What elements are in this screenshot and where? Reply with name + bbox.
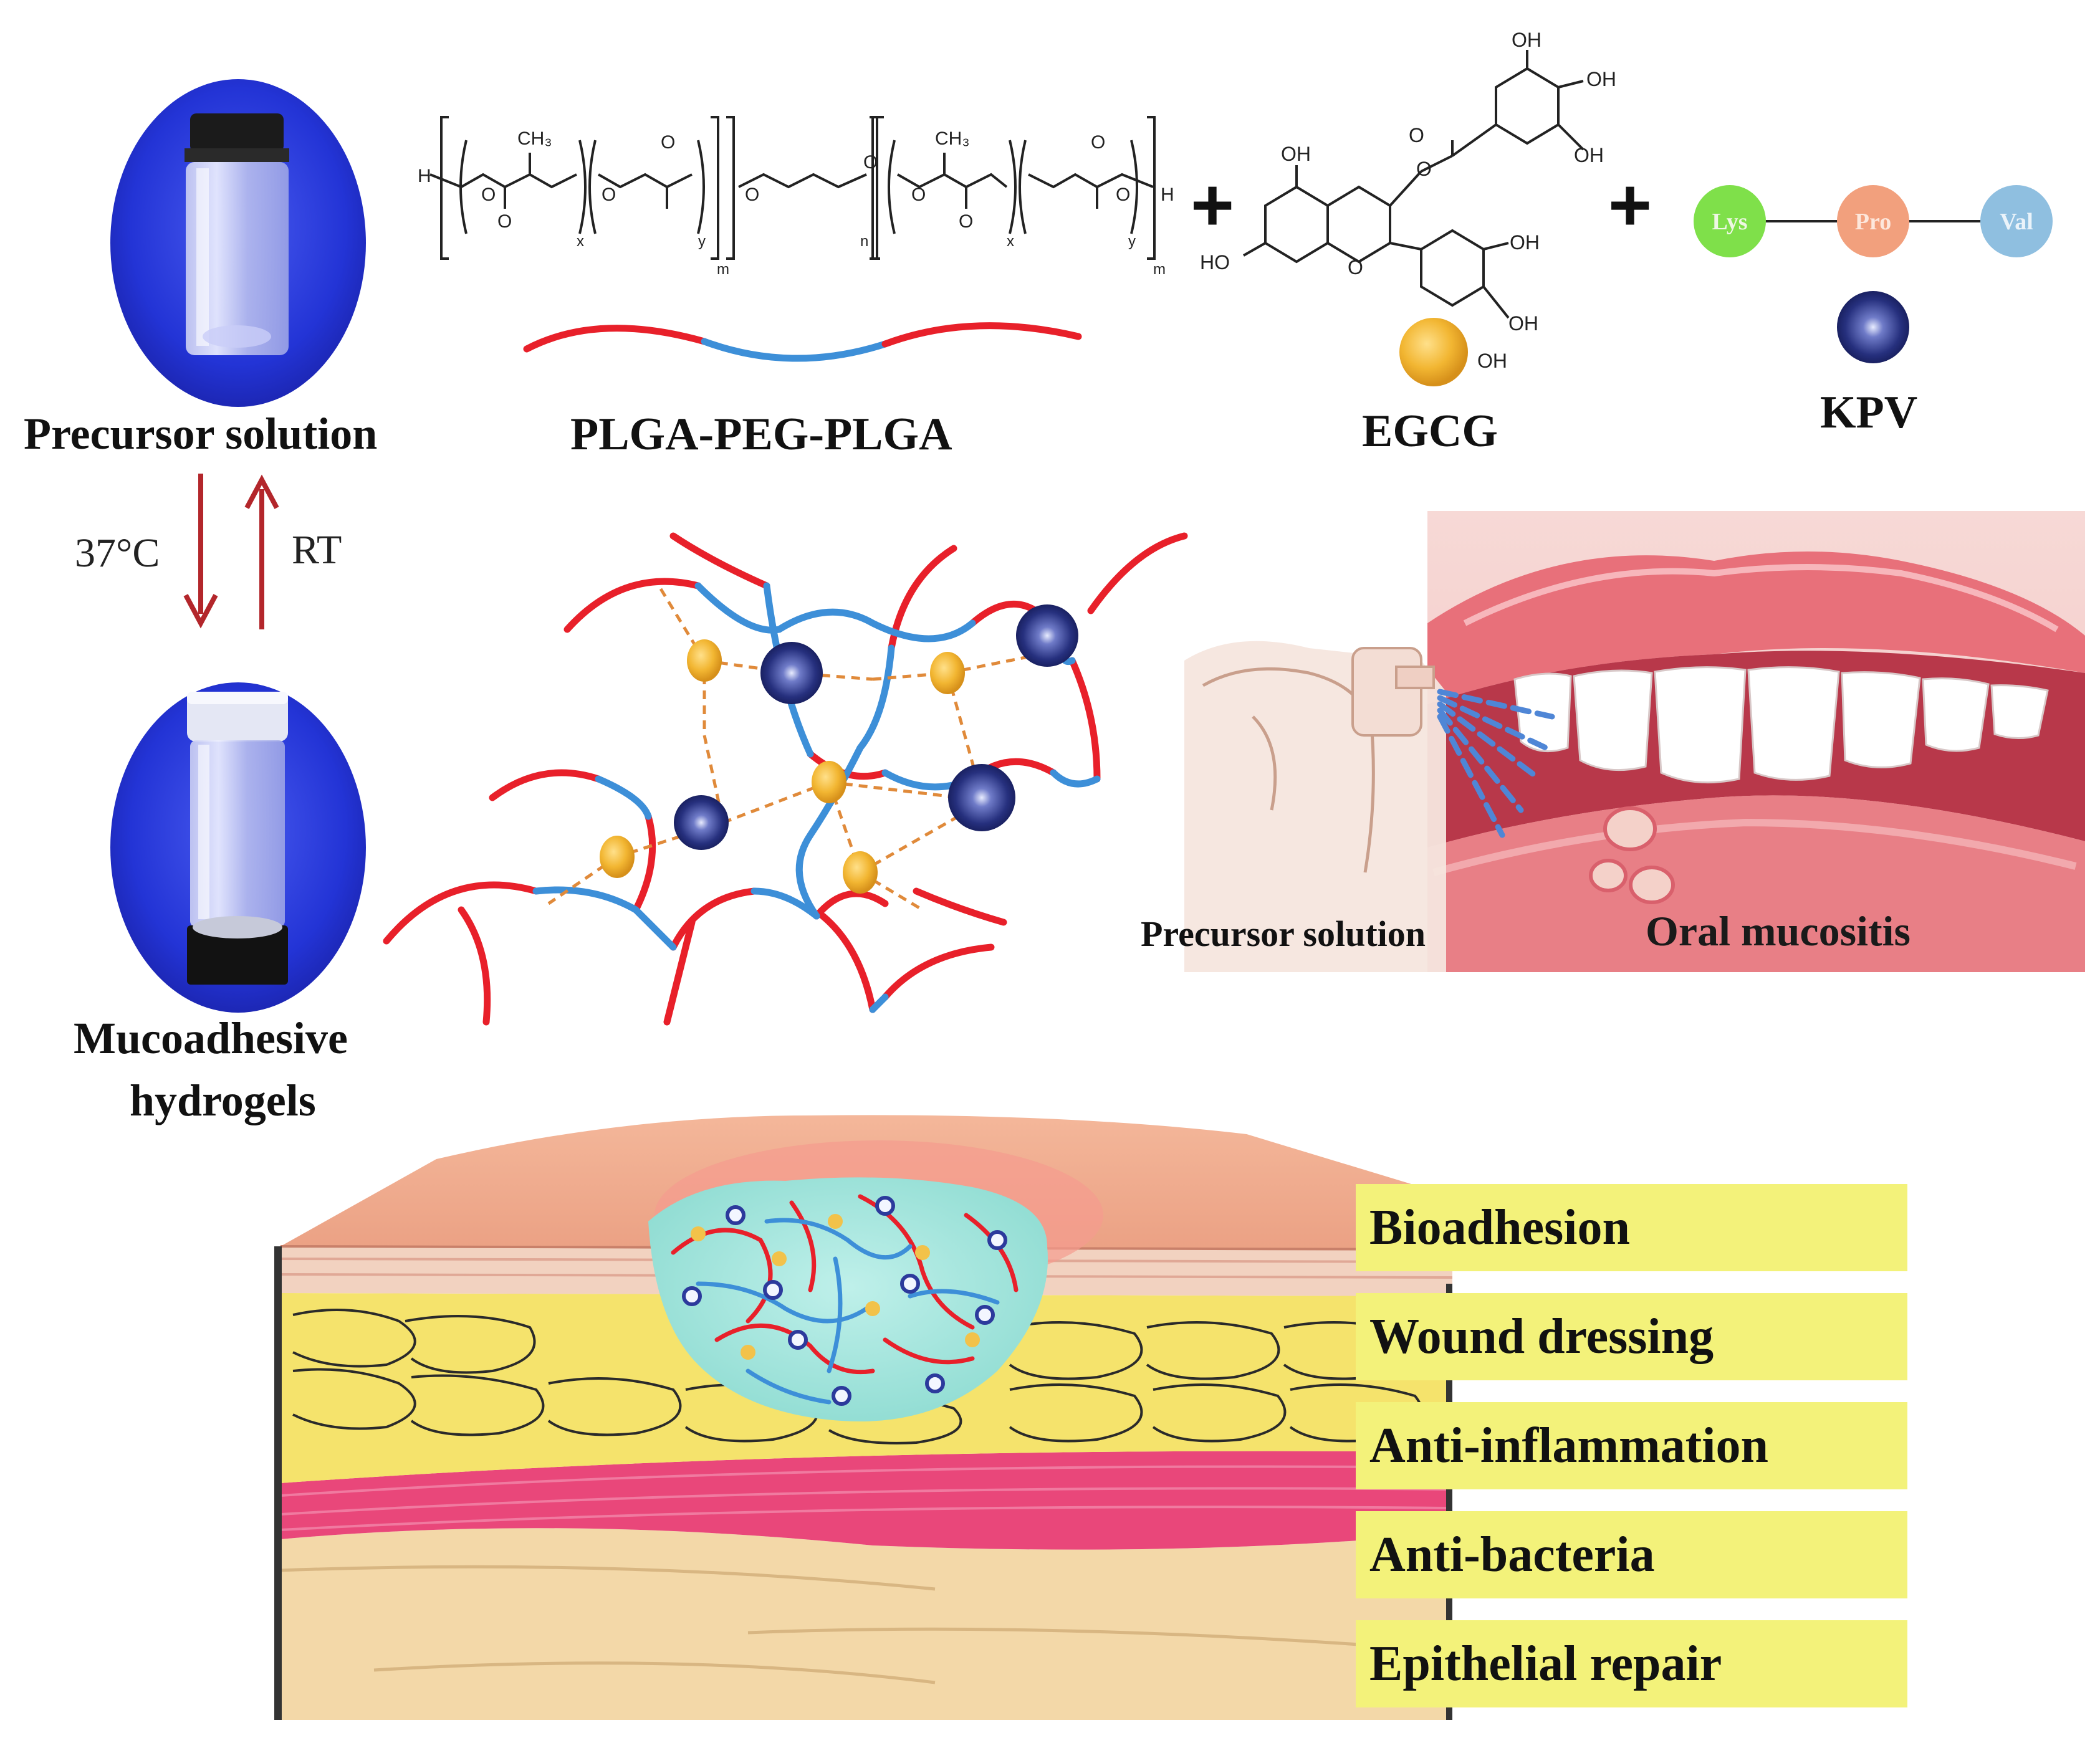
egcg-o-ester: O bbox=[1416, 158, 1432, 180]
egcg-label: EGCG bbox=[1362, 406, 1498, 457]
formula-o-2: O bbox=[497, 211, 512, 232]
val-residue-icon bbox=[1980, 185, 2053, 257]
formula-ch3-2: CH₃ bbox=[935, 128, 970, 149]
egcg-ho: HO bbox=[1200, 251, 1230, 274]
egcg-oh-2: OH bbox=[1512, 29, 1541, 51]
formula-o-8: O bbox=[911, 184, 926, 205]
formula-h-left: H bbox=[418, 166, 431, 186]
heating-arrow bbox=[183, 474, 218, 629]
formula-o-9: O bbox=[1091, 132, 1105, 153]
lys-residue-icon bbox=[1694, 185, 1766, 257]
egcg-o-carbonyl: O bbox=[1409, 124, 1424, 146]
network-egcg-icon bbox=[812, 761, 846, 803]
egcg-o-ring: O bbox=[1348, 256, 1363, 279]
formula-m-1: m bbox=[717, 261, 729, 278]
plga-peg-plga-formula bbox=[429, 116, 1156, 260]
hydrogel-egcg-particles bbox=[600, 639, 965, 894]
formula-m-2: m bbox=[1153, 261, 1166, 278]
egcg-oh-1: OH bbox=[1281, 143, 1311, 165]
formula-h-right: H bbox=[1161, 184, 1174, 205]
egcg-structure bbox=[1243, 50, 1585, 319]
egcg-oh-5: OH bbox=[1510, 231, 1540, 254]
kpv-peptide: Lys Pro Val bbox=[1694, 185, 2053, 257]
pro-label: Pro bbox=[1855, 209, 1891, 235]
hydrogel-kpv-particles bbox=[674, 604, 1078, 850]
formula-o-1: O bbox=[481, 184, 496, 205]
network-egcg-icon bbox=[843, 851, 878, 894]
egcg-oh-3: OH bbox=[1586, 68, 1616, 90]
oral-mucositis-illustration bbox=[1184, 511, 2085, 972]
egcg-oh-4: OH bbox=[1574, 144, 1604, 166]
network-egcg-icon bbox=[930, 652, 965, 694]
formula-o-5: O bbox=[745, 184, 759, 205]
formula-o-6: O bbox=[863, 152, 878, 173]
hydrogel-network bbox=[383, 532, 1188, 1026]
formula-y-1: y bbox=[698, 233, 706, 250]
pro-residue-icon bbox=[1837, 185, 1909, 257]
cooling-arrow bbox=[244, 474, 279, 629]
network-kpv-icon bbox=[1016, 604, 1078, 667]
heating-temperature-label: 37°C bbox=[75, 530, 160, 576]
formula-o-4: O bbox=[661, 132, 675, 153]
network-kpv-icon bbox=[674, 795, 729, 850]
network-egcg-icon bbox=[687, 639, 722, 682]
egcg-labels: OH HO O O O OH OH OH OH OH OH bbox=[1200, 29, 1616, 372]
plga-peg-plga-formula-labels: H H CH₃ CH₃ O O O O O O O O O O x y n m … bbox=[418, 128, 1174, 278]
kpv-ball-icon bbox=[1837, 291, 1909, 363]
formula-y-2: y bbox=[1128, 233, 1136, 250]
tissue-cross-section bbox=[274, 1115, 1453, 1720]
network-kpv-icon bbox=[760, 642, 823, 704]
precursor-solution-label: Precursor solution bbox=[24, 409, 378, 459]
hydrogel-vial-photo bbox=[110, 682, 366, 1013]
formula-x-1: x bbox=[577, 233, 584, 250]
network-kpv-icon bbox=[948, 764, 1015, 831]
oral-mucositis-label: Oral mucositis bbox=[1646, 907, 1911, 955]
spray-precursor-label: Precursor solution bbox=[1141, 914, 1426, 954]
formula-ch3-1: CH₃ bbox=[517, 128, 552, 149]
benefit-wound-dressing: Wound dressing bbox=[1356, 1293, 1907, 1380]
kpv-label: KPV bbox=[1820, 387, 1918, 438]
plus-sign-2: + bbox=[1608, 163, 1652, 247]
benefit-bioadhesion: Bioadhesion bbox=[1356, 1184, 1907, 1271]
hydrogel-label-line2: hydrogels bbox=[130, 1076, 316, 1125]
hydrogel-label-line1: Mucoadhesive bbox=[74, 1013, 348, 1063]
formula-n: n bbox=[860, 233, 868, 250]
plga-peg-plga-label: PLGA-PEG-PLGA bbox=[570, 409, 952, 460]
plus-sign-1: + bbox=[1191, 163, 1234, 247]
triblock-copolymer-schematic bbox=[523, 322, 1082, 362]
formula-o-3: O bbox=[602, 184, 616, 205]
benefit-epithelial-repair: Epithelial repair bbox=[1356, 1620, 1907, 1707]
lys-label: Lys bbox=[1712, 209, 1747, 235]
egcg-oh-7: OH bbox=[1477, 350, 1507, 372]
network-egcg-icon bbox=[600, 836, 635, 878]
benefit-anti-bacteria: Anti-bacteria bbox=[1356, 1511, 1907, 1598]
formula-o-7: O bbox=[959, 211, 973, 232]
formula-o-10: O bbox=[1116, 184, 1130, 205]
room-temperature-label: RT bbox=[292, 527, 342, 573]
egcg-ball-icon bbox=[1399, 318, 1468, 386]
val-label: Val bbox=[2000, 209, 2033, 235]
egcg-oh-6: OH bbox=[1508, 312, 1538, 335]
formula-x-2: x bbox=[1007, 233, 1014, 250]
benefit-anti-inflammation: Anti-inflammation bbox=[1356, 1402, 1907, 1489]
precursor-vial-photo bbox=[110, 79, 366, 407]
